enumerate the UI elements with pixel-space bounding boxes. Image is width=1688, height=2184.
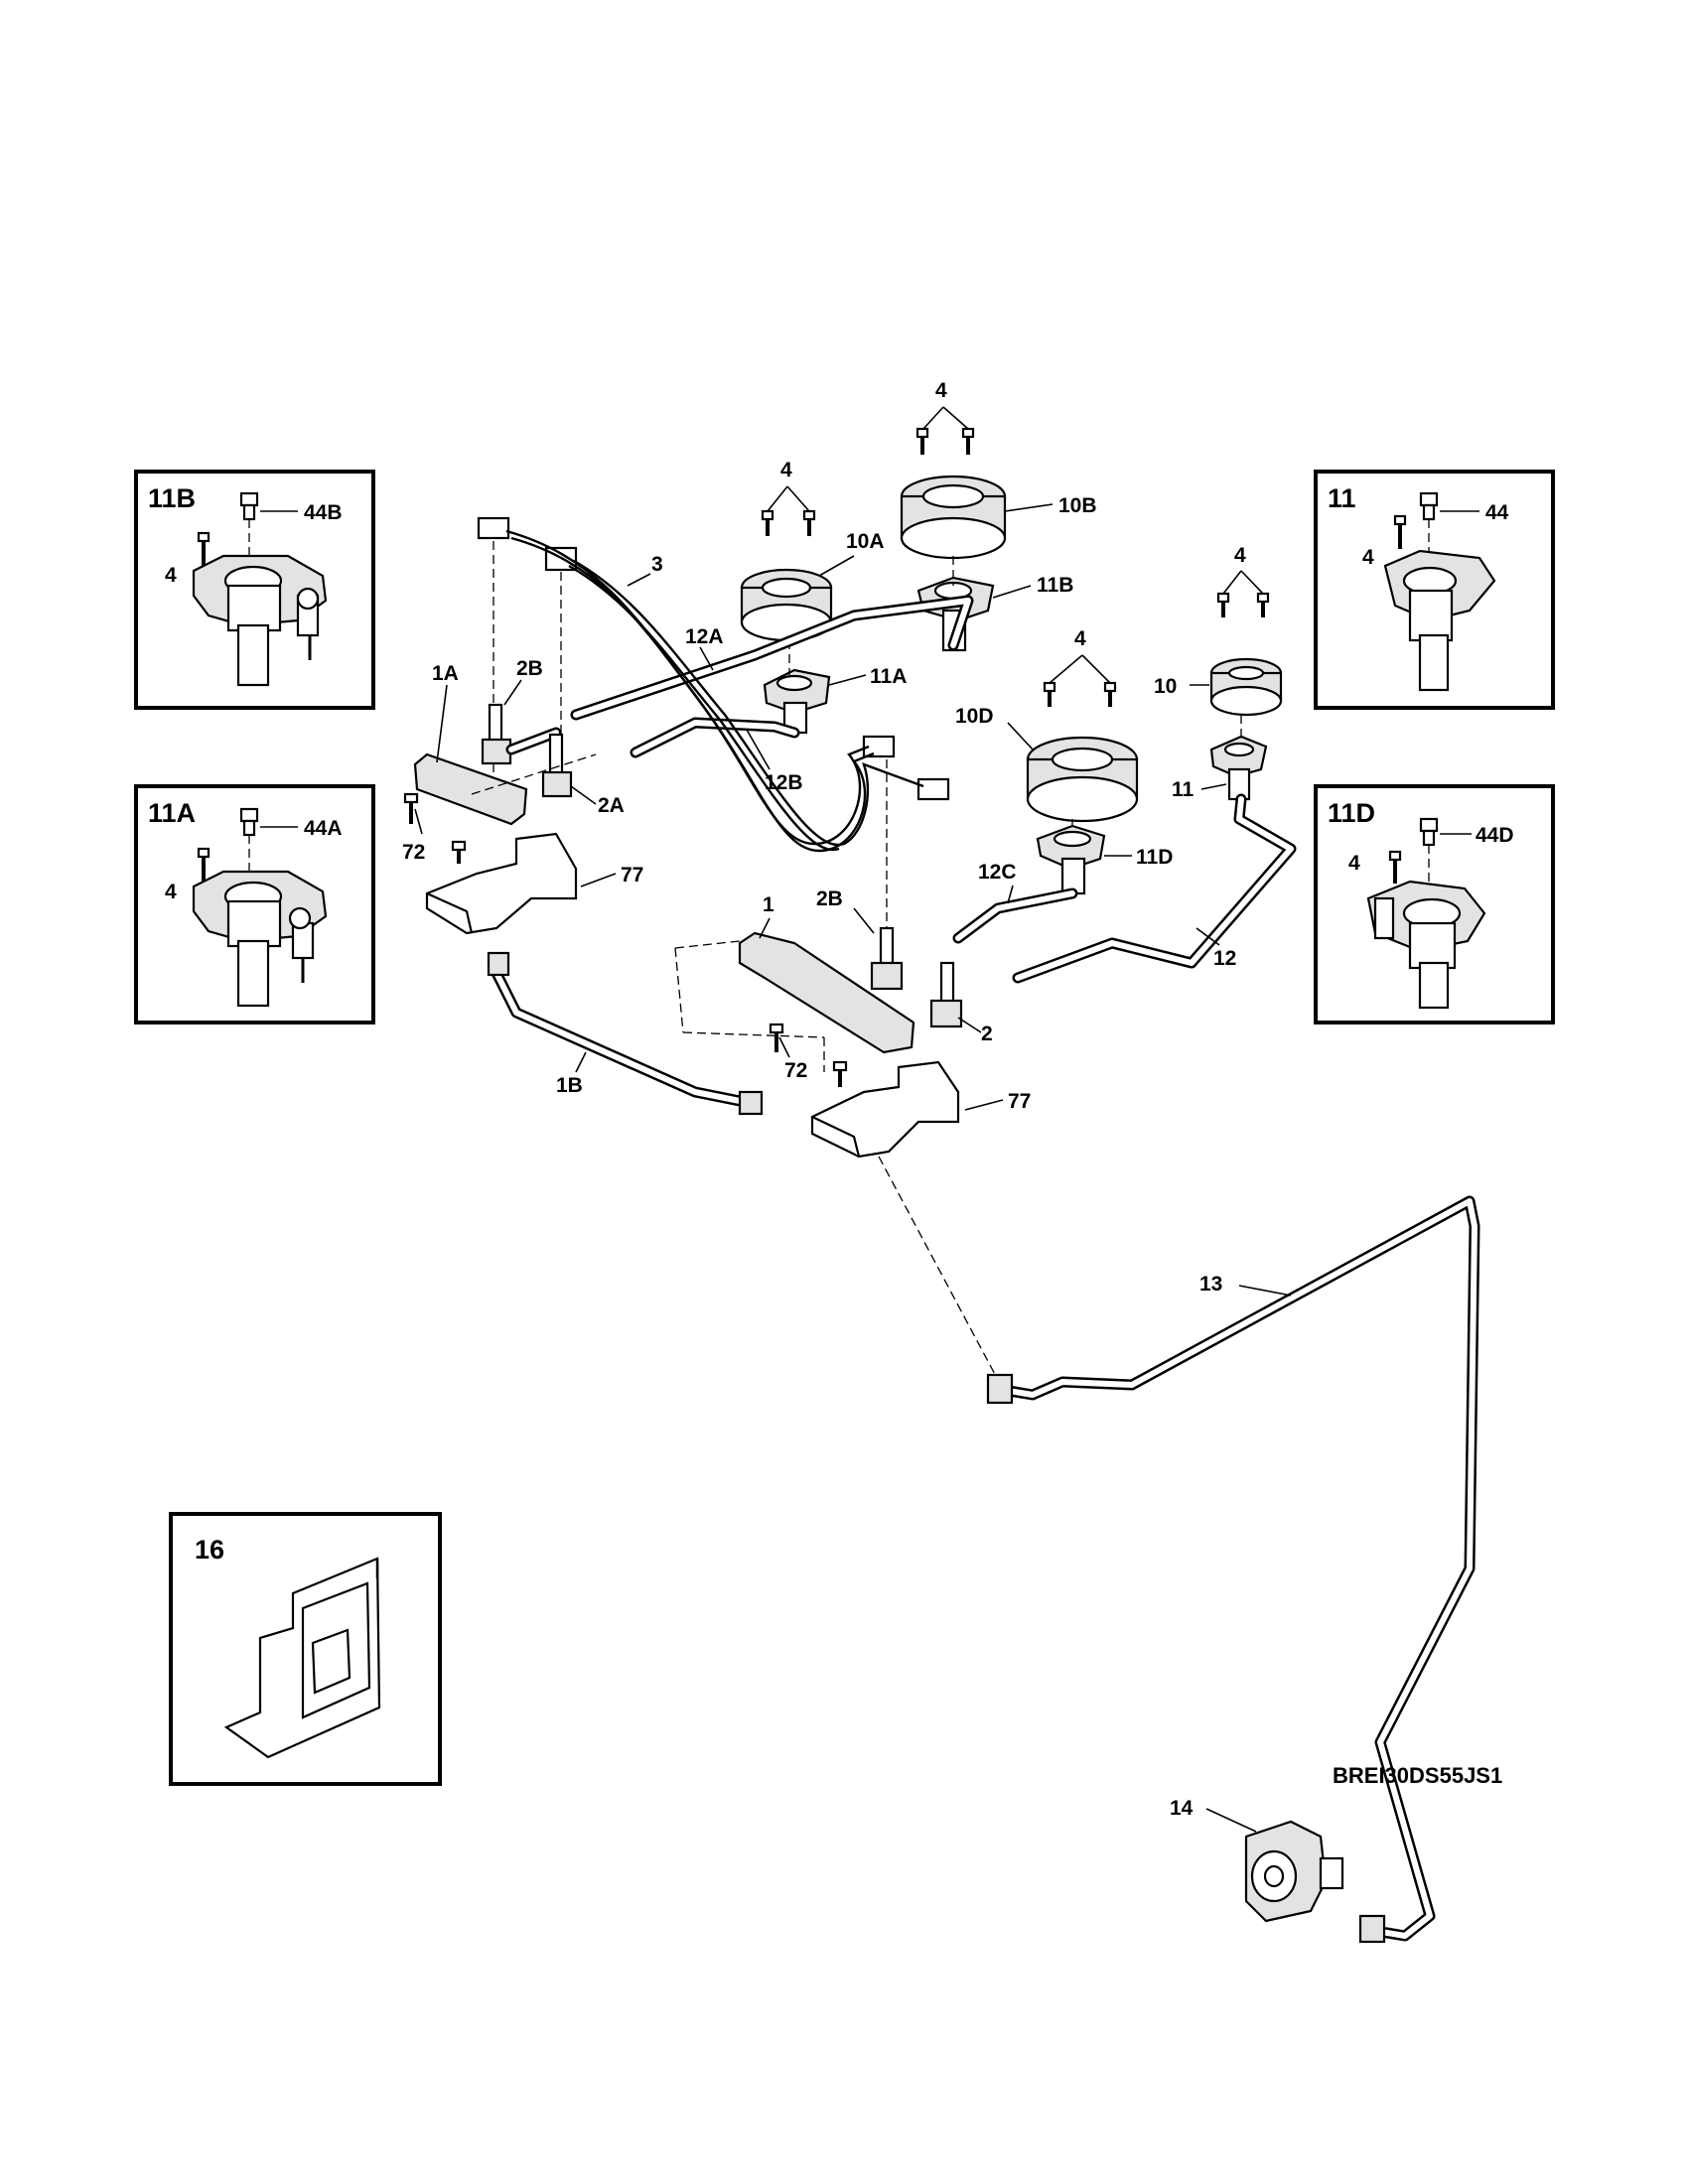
screw-72-left: 72 (402, 792, 467, 864)
callout-77-right: 77 (1008, 1090, 1031, 1113)
callout-11: 11 (1172, 778, 1195, 801)
inset-title: 11B (148, 483, 196, 513)
tube-12B: 12B (630, 717, 803, 794)
callout-4-10A: 4 (780, 459, 792, 481)
burner-11A: 11A (763, 640, 907, 735)
callout-11B: 11B (1037, 574, 1073, 597)
callout-2B-left: 2B (516, 657, 543, 680)
callout-14: 14 (1170, 1797, 1194, 1820)
valve-2B-left: 2B (481, 657, 562, 765)
callout-1B: 1B (556, 1074, 583, 1097)
callout-2A: 2A (598, 794, 625, 817)
inset-11B: 11B 44B 4 (134, 470, 375, 710)
callout-4: 4 (1362, 546, 1374, 569)
tube-13: 13 (986, 1195, 1480, 1944)
callout-10: 10 (1154, 675, 1177, 698)
inset-title: 16 (195, 1535, 224, 1565)
tube-12A: 12A (570, 595, 974, 721)
burner-10B: 4 10B (900, 379, 1097, 560)
callout-13: 13 (1199, 1273, 1222, 1296)
valve-2B-right: 2B (816, 887, 904, 991)
tube-1B: 1B (487, 951, 764, 1116)
callout-2B-right: 2B (816, 887, 843, 910)
callout-12C: 12C (978, 861, 1017, 884)
callout-44B: 44B (304, 501, 343, 524)
burner-11D: 11D (1036, 819, 1173, 895)
callout-4: 4 (1348, 852, 1360, 875)
callout-12: 12 (1213, 947, 1236, 970)
callout-10D: 10D (955, 705, 994, 728)
igniter-wire-3: 3 (477, 516, 950, 948)
valve-2: 2 (929, 961, 993, 1045)
callout-10B: 10B (1058, 494, 1097, 517)
burner-10A: 4 10A (740, 459, 885, 642)
tube-12: 12 (1012, 793, 1297, 984)
tube-12C: 12C (952, 861, 1078, 944)
inset-title: 11A (148, 798, 196, 828)
bracket-77-left: 77 (425, 832, 643, 935)
burner-11: 11 (1172, 715, 1268, 801)
callout-4-10D: 4 (1074, 627, 1086, 650)
manifold-1: 1 (738, 893, 915, 1054)
callout-4: 4 (165, 564, 177, 587)
callout-11D: 11D (1136, 846, 1173, 869)
callout-2: 2 (981, 1023, 993, 1045)
document-id: BREI30DS55JS1 (1333, 1763, 1502, 1788)
callout-44A: 44A (304, 817, 343, 840)
callout-77-left: 77 (621, 864, 643, 887)
callout-10A: 10A (846, 530, 885, 553)
bracket-77-right: 77 (810, 1060, 1031, 1159)
callout-1A: 1A (432, 662, 459, 685)
inset-11A: 11A 44A 4 (134, 784, 375, 1024)
inset-11D: 11D 44D 4 (1314, 784, 1555, 1024)
callout-72-right: 72 (784, 1059, 807, 1082)
inset-title: 11 (1328, 483, 1356, 513)
callout-12B: 12B (765, 771, 803, 794)
callout-44: 44 (1485, 501, 1509, 524)
burner-10: 4 10 (1154, 544, 1283, 717)
inset-title: 11D (1328, 798, 1375, 828)
inset-16: 16 (169, 1512, 442, 1786)
burner-10D: 4 10D (955, 627, 1139, 823)
callout-3: 3 (651, 553, 663, 576)
screw-72-right: 72 (769, 1023, 848, 1087)
callout-1: 1 (763, 893, 774, 916)
callout-4-top: 4 (935, 379, 947, 402)
callout-12A: 12A (685, 625, 724, 648)
valve-2A: 2A (541, 733, 625, 817)
callout-44D: 44D (1476, 824, 1514, 847)
callout-11A: 11A (870, 665, 907, 688)
callout-72-left: 72 (402, 841, 425, 864)
callout-4-10: 4 (1234, 544, 1246, 567)
regulator-14: 14 (1170, 1797, 1344, 1923)
callout-4: 4 (165, 881, 177, 903)
manifold-1A: 1A (413, 662, 528, 826)
inset-11: 11 44 4 (1314, 470, 1555, 710)
